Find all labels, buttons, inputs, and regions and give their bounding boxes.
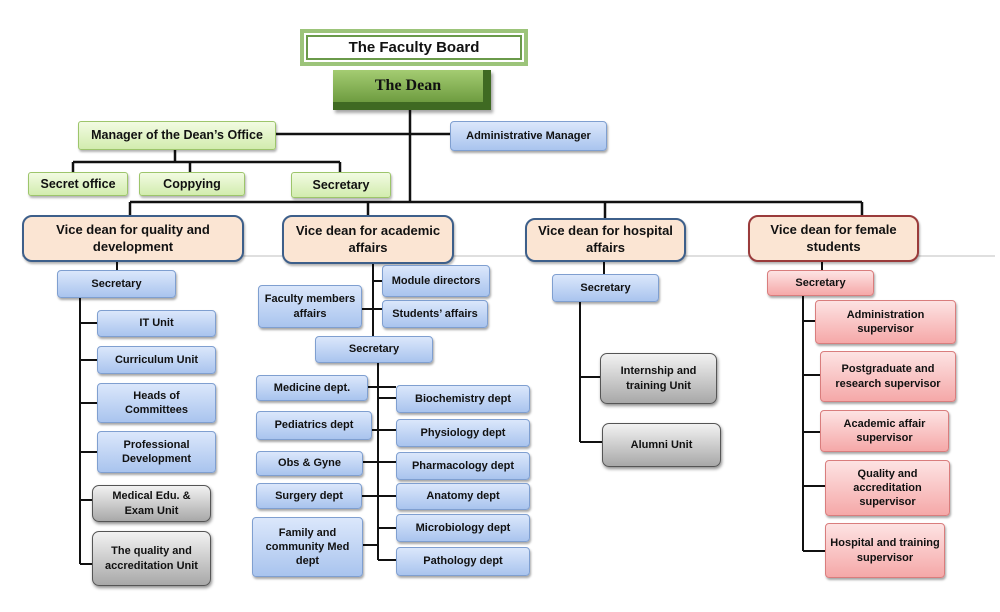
academic-secretary-box: Secretary	[315, 336, 433, 363]
manager-deans-office-box: Manager of the Dean’s Office	[78, 121, 276, 150]
professional-development-box: Professional Development	[97, 431, 216, 473]
microbiology-dept-box: Microbiology dept	[396, 514, 530, 542]
postgraduate-research-supervisor-box: Postgraduate and research supervisor	[820, 351, 956, 402]
it-unit-box: IT Unit	[97, 310, 216, 337]
module-directors-box: Module directors	[382, 265, 490, 297]
quality-accreditation-supervisor-box: Quality and accreditation supervisor	[825, 460, 950, 516]
internship-training-unit-box: Internship and training Unit	[600, 353, 717, 404]
vice-dean-female-box: Vice dean for female students	[748, 215, 919, 262]
administrative-manager-box: Administrative Manager	[450, 121, 607, 151]
dean-box: The Dean	[333, 70, 491, 110]
physiology-dept-box: Physiology dept	[396, 419, 530, 447]
heads-of-committees-box: Heads of Committees	[97, 383, 216, 423]
pediatrics-dept-box: Pediatrics dept	[256, 411, 372, 440]
curriculum-unit-box: Curriculum Unit	[97, 346, 216, 374]
pathology-dept-box: Pathology dept	[396, 547, 530, 576]
family-community-med-dept-box: Family and community Med dept	[252, 517, 363, 577]
quality-secretary-box: Secretary	[57, 270, 176, 298]
secret-office-box: Secret office	[28, 172, 128, 196]
medical-edu-exam-unit-box: Medical Edu. & Exam Unit	[92, 485, 211, 522]
quality-accreditation-unit-box: The quality and accreditation Unit	[92, 531, 211, 586]
vice-dean-quality-box: Vice dean for quality and development	[22, 215, 244, 262]
faculty-board-box: The Faculty Board	[300, 29, 528, 66]
hospital-secretary-box: Secretary	[552, 274, 659, 302]
anatomy-dept-box: Anatomy dept	[396, 483, 530, 510]
medicine-dept-box: Medicine dept.	[256, 375, 368, 401]
vice-dean-hospital-box: Vice dean for hospital affairs	[525, 218, 686, 262]
copying-box: Coppying	[139, 172, 245, 196]
administration-supervisor-box: Administration supervisor	[815, 300, 956, 344]
pharmacology-dept-box: Pharmacology dept	[396, 452, 530, 480]
obs-gyne-box: Obs & Gyne	[256, 451, 363, 476]
vice-dean-academic-box: Vice dean for academic affairs	[282, 215, 454, 264]
hospital-training-supervisor-box: Hospital and training supervisor	[825, 523, 945, 578]
students-affairs-box: Students’ affairs	[382, 300, 488, 328]
alumni-unit-box: Alumni Unit	[602, 423, 721, 467]
faculty-members-affairs-box: Faculty members affairs	[258, 285, 362, 328]
biochemistry-dept-box: Biochemistry dept	[396, 385, 530, 413]
female-secretary-box: Secretary	[767, 270, 874, 296]
surgery-dept-box: Surgery dept	[256, 483, 362, 509]
academic-affair-supervisor-box: Academic affair supervisor	[820, 410, 949, 452]
office-secretary-box: Secretary	[291, 172, 391, 198]
